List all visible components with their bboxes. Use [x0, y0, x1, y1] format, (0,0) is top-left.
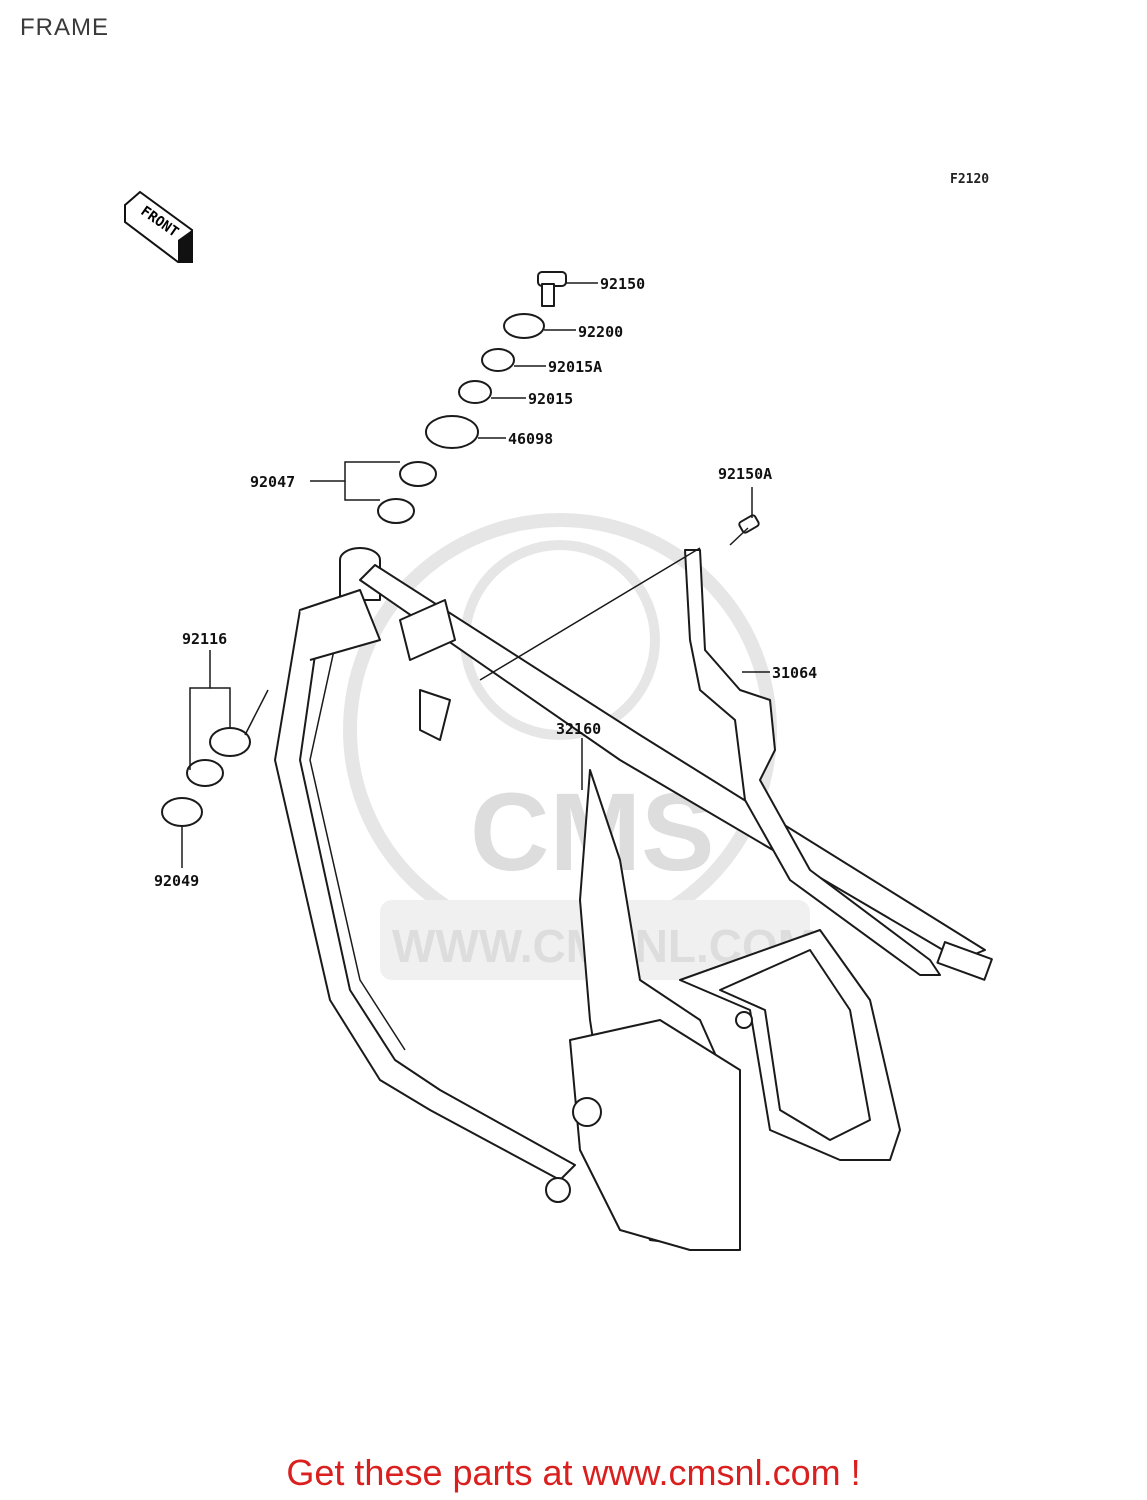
part-label-32160: 32160: [556, 720, 601, 738]
part-label-31064: 31064: [772, 664, 817, 682]
part-label-92200: 92200: [578, 323, 623, 341]
part-46098-ring: [425, 415, 479, 449]
part-92049-seal: [161, 797, 203, 827]
diagram-code: F2120: [950, 172, 990, 187]
front-arrow-icon: FRONT: [124, 190, 193, 263]
part-92116-race: [209, 727, 251, 757]
leader-lines: [181, 282, 770, 868]
part-label-46098: 46098: [508, 430, 553, 448]
part-92200-washer: [503, 313, 545, 339]
part-92047-lower-race: [377, 498, 415, 524]
cta-link[interactable]: Get these parts at www.cmsnl.com !: [286, 1452, 861, 1493]
part-label-92150: 92150: [600, 275, 645, 293]
part-92116-seal: [186, 759, 224, 787]
part-92047-upper-race: [399, 461, 437, 487]
part-label-92150A: 92150A: [718, 465, 772, 483]
part-label-92116: 92116: [182, 630, 227, 648]
part-92150A-bolt: [729, 514, 760, 546]
part-92015-nut: [458, 380, 492, 404]
part-label-92015: 92015: [528, 390, 573, 408]
part-label-92047: 92047: [250, 473, 295, 491]
part-92150-bolt: [537, 271, 567, 307]
part-92015A-nut: [481, 348, 515, 372]
main-frame: [274, 547, 993, 1251]
part-label-92049: 92049: [154, 872, 199, 890]
part-label-92015A: 92015A: [548, 358, 602, 376]
page-title: FRAME: [20, 14, 109, 41]
